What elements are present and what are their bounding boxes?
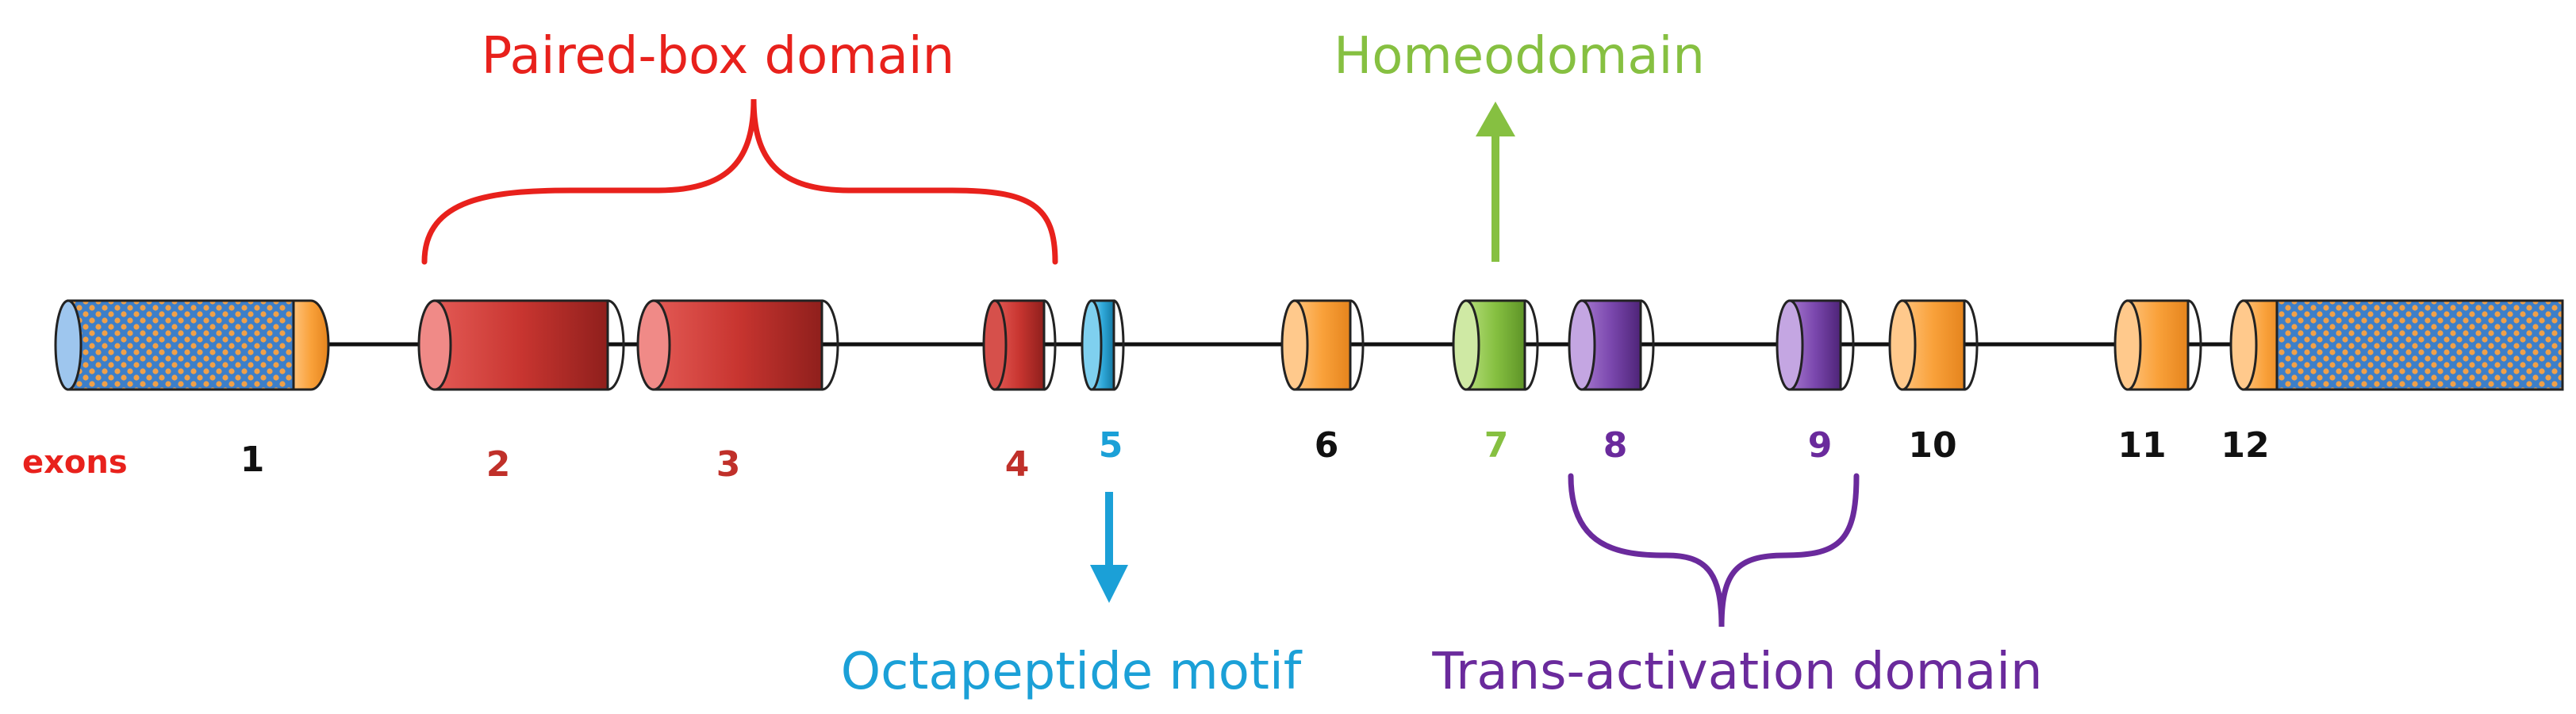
exon-number-4: 4: [1005, 444, 1030, 485]
exon-2: [417, 299, 625, 391]
exon-number-3: 3: [716, 444, 741, 485]
exon-9: [1776, 299, 1855, 391]
octapeptide-arrowhead: [1090, 565, 1128, 603]
homeodomain-arrowhead: [1476, 102, 1515, 136]
exon-3: [636, 299, 839, 391]
exons-label: exons: [22, 444, 128, 481]
exon-1: [54, 299, 330, 391]
exon-number-12: 12: [2221, 425, 2269, 466]
exon-8: [1568, 299, 1655, 391]
exon-4: [982, 299, 1057, 391]
paired-box-brace: [421, 98, 1058, 265]
exon-12: [2229, 299, 2564, 391]
trans-activation-brace: [1568, 473, 1860, 628]
exon-number-9: 9: [1808, 425, 1833, 466]
exon-number-11: 11: [2117, 425, 2166, 466]
exon-6: [1280, 299, 1365, 391]
exon-number-2: 2: [486, 444, 511, 485]
exon-7: [1452, 299, 1539, 391]
exon-number-6: 6: [1315, 425, 1339, 466]
exon-number-8: 8: [1603, 425, 1628, 466]
paired-box-label: Paired-box domain: [482, 27, 954, 86]
exon-5: [1081, 299, 1125, 391]
exon-10: [1888, 299, 1979, 391]
octapeptide-label: Octapeptide motif: [841, 643, 1303, 701]
exon-number-1: 1: [240, 440, 265, 480]
exon-11: [2113, 299, 2202, 391]
exon-number-7: 7: [1484, 425, 1509, 466]
exon-number-5: 5: [1099, 425, 1123, 466]
homeodomain-label: Homeodomain: [1334, 27, 1705, 86]
trans-activation-label: Trans-activation domain: [1431, 643, 2042, 701]
exon-number-10: 10: [1908, 425, 1956, 466]
